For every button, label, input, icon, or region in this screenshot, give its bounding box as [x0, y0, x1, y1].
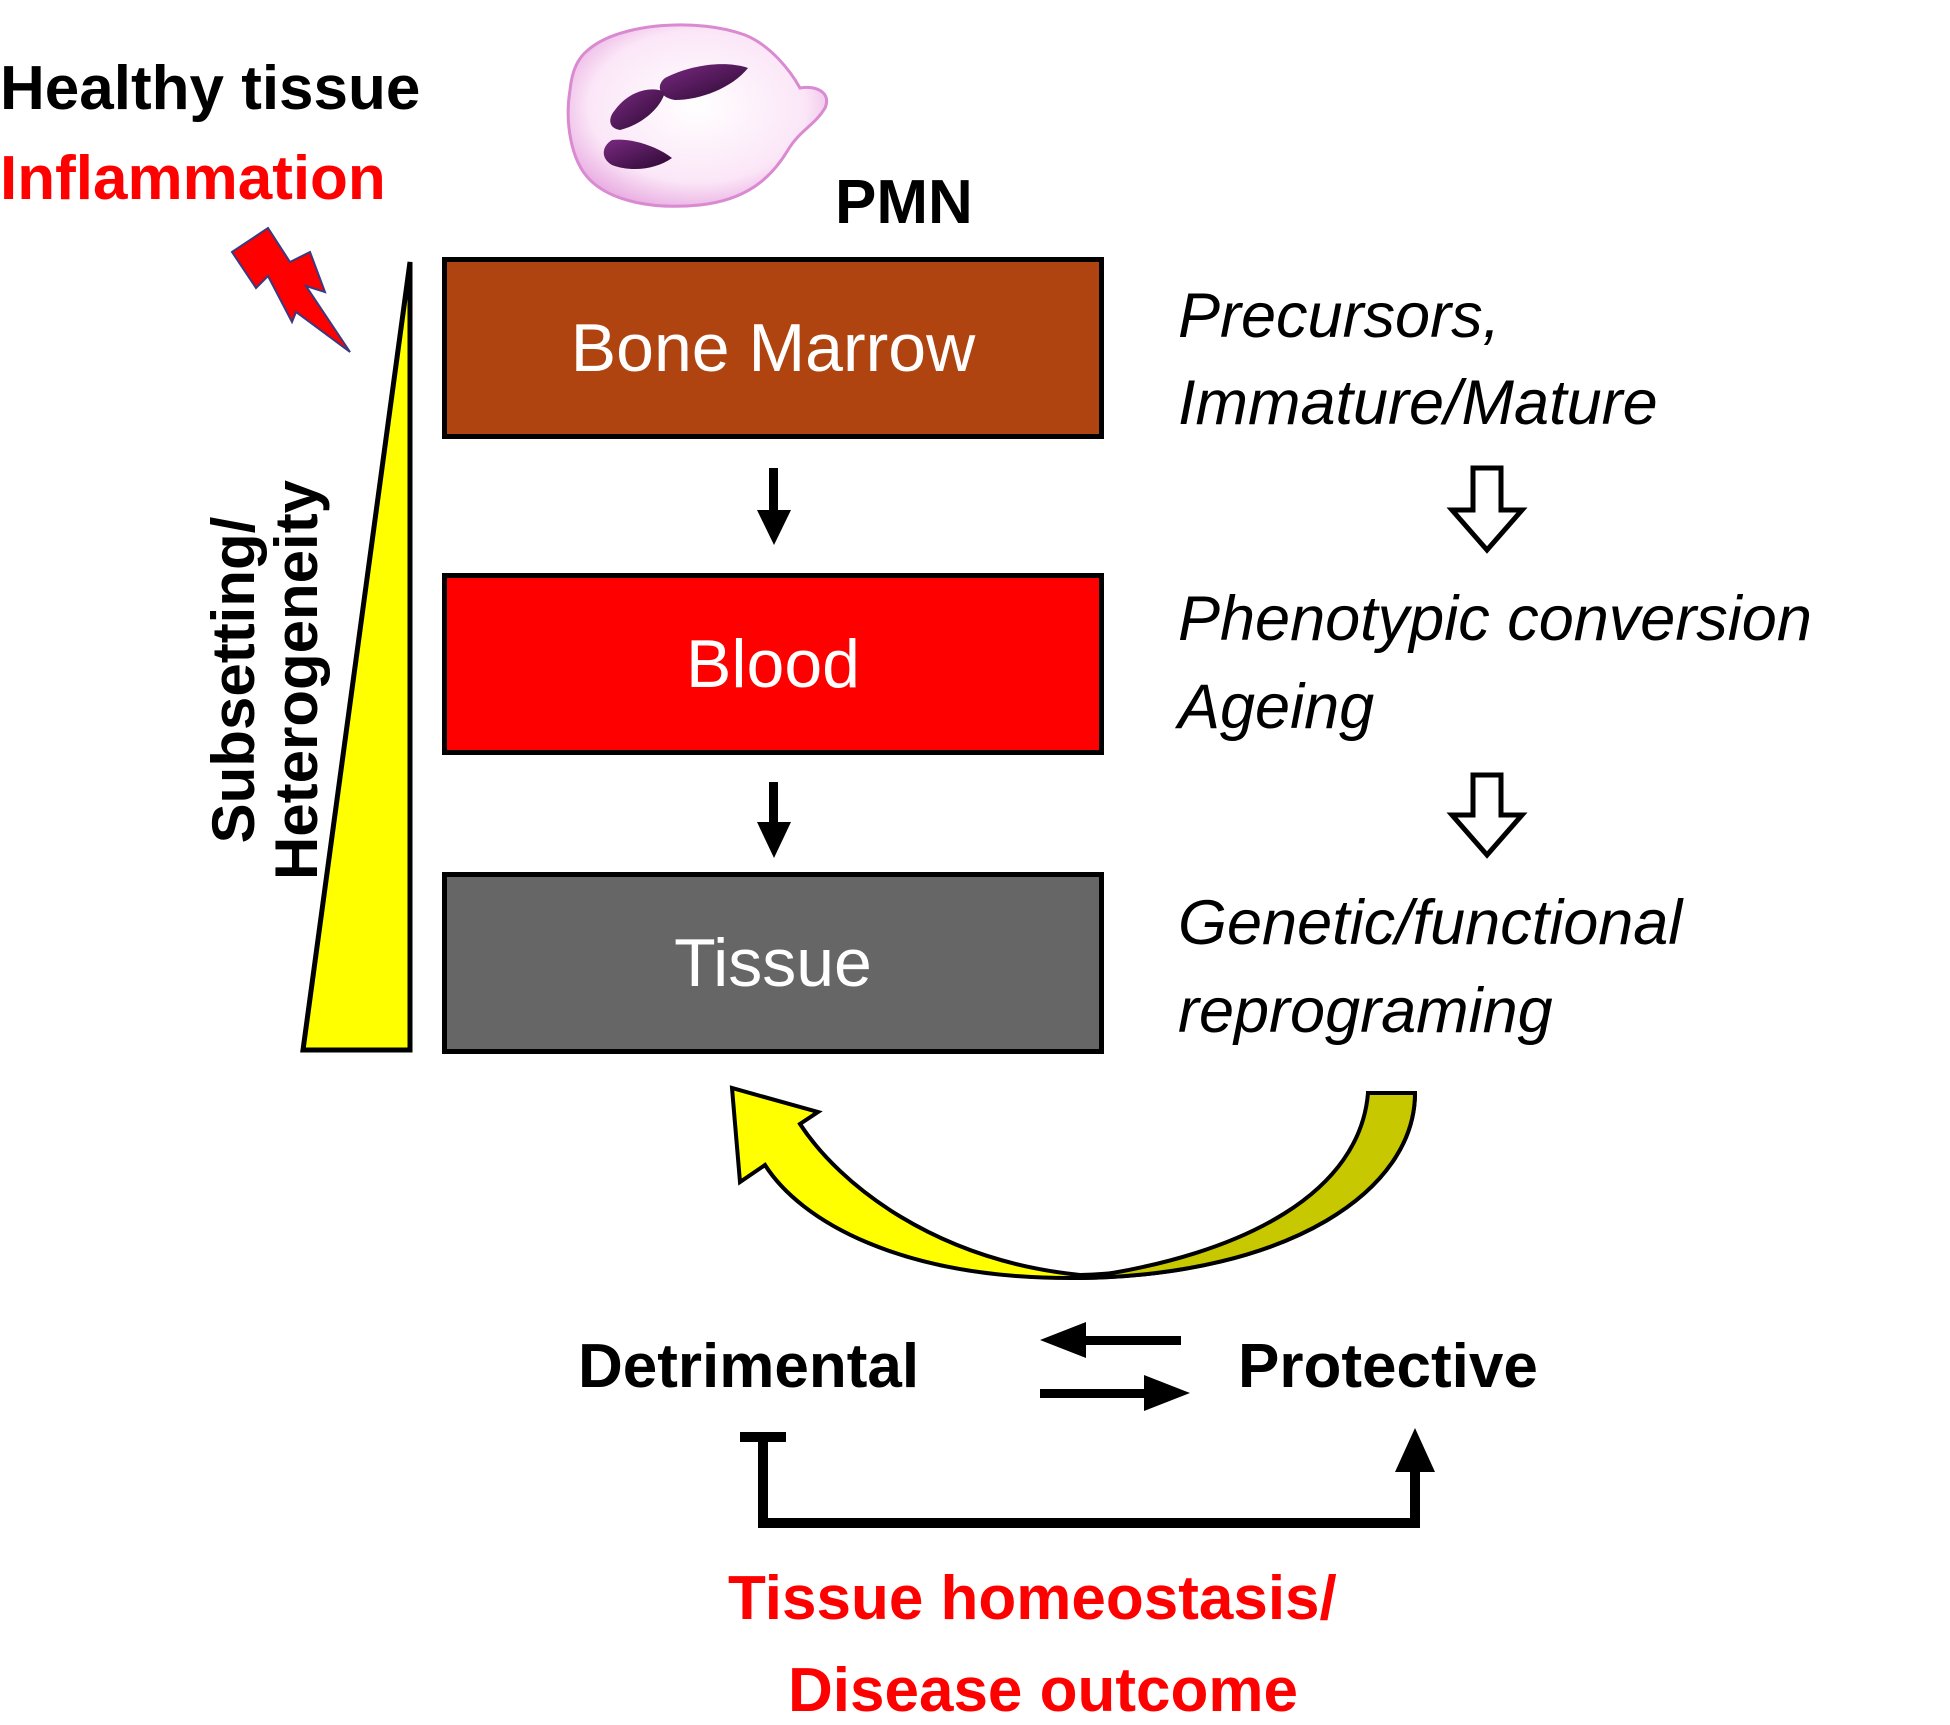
protective-label: Protective [1238, 1332, 1538, 1401]
bone-marrow-label: Bone Marrow [570, 310, 976, 386]
conversion-line2: Ageing [1178, 672, 1375, 742]
flow-arrow-2 [757, 782, 791, 858]
heterogeneity-label-line2: Heterogeneity [263, 479, 330, 881]
heterogeneity-label-line1: Subsetting/ [200, 516, 267, 844]
pmn-label: PMN [835, 168, 973, 237]
reprogramming-line2: reprograming [1178, 976, 1553, 1046]
blood-label: Blood [686, 626, 860, 702]
lightning-icon [230, 226, 351, 353]
equilibrium-arrows [1040, 1322, 1190, 1411]
bone-marrow-box: Bone Marrow [442, 257, 1104, 439]
tissue-box: Tissue [442, 872, 1104, 1054]
feedback-curved-arrow [729, 1085, 1418, 1281]
heterogeneity-label: Subsetting/ Heterogeneity [200, 479, 330, 881]
homeostasis-line1: Tissue homeostasis/ [728, 1564, 1337, 1633]
detrimental-label: Detrimental [578, 1332, 920, 1401]
pmn-cell-icon [566, 23, 829, 208]
tissue-label: Tissue [674, 925, 872, 1001]
reprogramming-line1: Genetic/functional [1178, 888, 1683, 958]
hollow-arrow-1 [1446, 465, 1528, 554]
inflammation-label: Inflammation [0, 144, 386, 213]
blood-box: Blood [442, 573, 1104, 755]
hollow-arrow-2 [1446, 772, 1528, 859]
conversion-line1: Phenotypic conversion [1178, 584, 1812, 654]
healthy-tissue-label: Healthy tissue [0, 54, 421, 123]
heterogeneity-wedge [300, 261, 413, 1053]
precursors-line2: Immature/Mature [1178, 368, 1658, 438]
flow-arrow-1 [757, 468, 791, 545]
outcome-bracket [740, 1428, 1435, 1528]
precursors-line1: Precursors, [1178, 281, 1501, 351]
homeostasis-line2: Disease outcome [788, 1656, 1298, 1725]
